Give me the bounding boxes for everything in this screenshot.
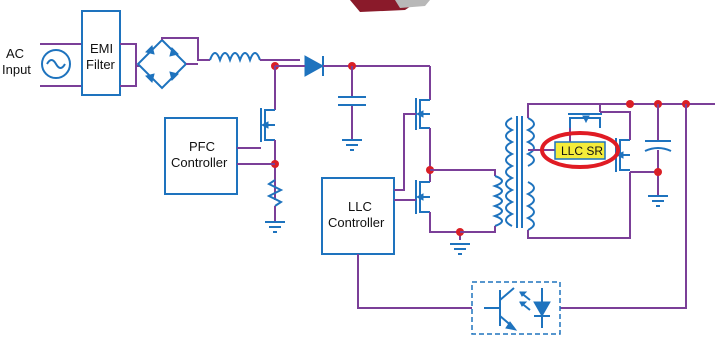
sense-resistor	[265, 179, 285, 233]
ac-source-symbol	[41, 49, 71, 79]
sr-mosfet-top	[568, 113, 602, 128]
llc-ground	[450, 243, 470, 255]
optocoupler-block	[471, 281, 561, 335]
llc-controller-block	[321, 177, 395, 255]
junction-dot	[654, 168, 662, 176]
llc-gate-wires	[394, 113, 416, 201]
output-capacitor	[644, 104, 672, 207]
bridge-positive-wire	[161, 37, 210, 61]
llc-label-line1: LLC	[348, 199, 372, 214]
resonant-wire-top	[430, 169, 496, 176]
feedback-controller-wire	[357, 254, 472, 309]
bulk-capacitor	[338, 66, 366, 151]
header-graphic	[350, 0, 430, 12]
transformer	[505, 116, 535, 231]
llc-label-line2: Controller	[328, 215, 385, 230]
ac-input-label-line2: Input	[2, 62, 31, 77]
junction-dot	[626, 100, 634, 108]
bridge-rectifier	[136, 38, 188, 90]
llc-low-side-mosfet	[415, 180, 430, 214]
emi-filter-block	[81, 10, 121, 96]
emi-label-line2: Filter	[86, 57, 116, 72]
pfc-controller-block	[164, 117, 238, 195]
emi-label-line1: EMI	[90, 41, 113, 56]
pfc-label-line2: Controller	[171, 155, 228, 170]
emi-to-bridge-wires	[120, 43, 140, 87]
pfc-label-line1: PFC	[189, 139, 215, 154]
feedback-output-wire	[560, 104, 687, 309]
ac-lines	[40, 43, 82, 87]
boost-inductor	[209, 52, 261, 63]
llc-sr-label: LLC SR	[561, 144, 603, 158]
optocoupler-transistor	[484, 287, 518, 331]
resonant-inductor	[492, 175, 503, 227]
llc-high-side-mosfet	[415, 98, 430, 130]
pfc-mosfet	[260, 108, 275, 142]
boost-diode	[304, 55, 325, 77]
secondary-bottom-wire	[527, 172, 631, 239]
secondary-top-wire	[527, 103, 600, 118]
sr-right-drain	[599, 104, 631, 140]
pfc-control-wires	[237, 147, 275, 165]
llc-sr-badge	[554, 141, 606, 160]
llc-sr-highlight-ring	[540, 131, 620, 169]
llc-low-source-wire	[429, 212, 461, 240]
optocoupler-led	[519, 288, 551, 328]
ac-input-label-line1: AC	[6, 46, 24, 61]
resonant-wire-bottom	[460, 226, 496, 233]
